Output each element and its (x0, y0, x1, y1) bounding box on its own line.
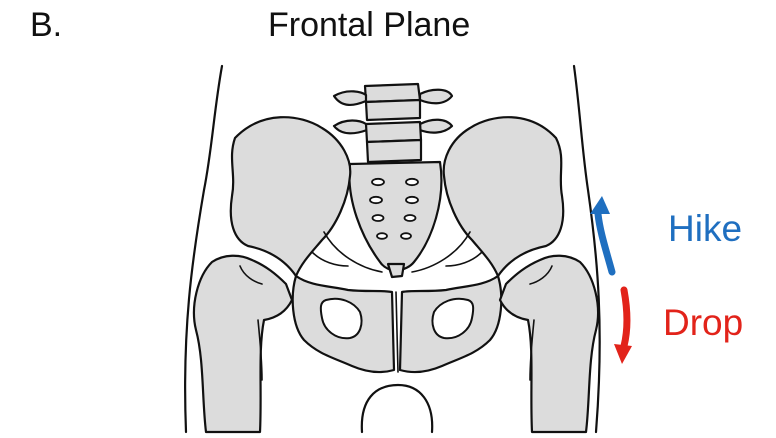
coccyx (388, 264, 404, 277)
hike-label: Hike (668, 208, 742, 250)
sacrum (349, 162, 441, 270)
femur-right (500, 256, 598, 432)
ilium-right (444, 117, 564, 276)
lumbar-vertebra-lower (334, 120, 452, 162)
lumbar-vertebra-upper (334, 84, 452, 120)
drop-label: Drop (663, 302, 743, 344)
drop-arrow-icon (614, 290, 632, 364)
body-outline-crotch (362, 385, 432, 432)
ilium-left (231, 117, 350, 276)
femur-left (194, 256, 292, 432)
